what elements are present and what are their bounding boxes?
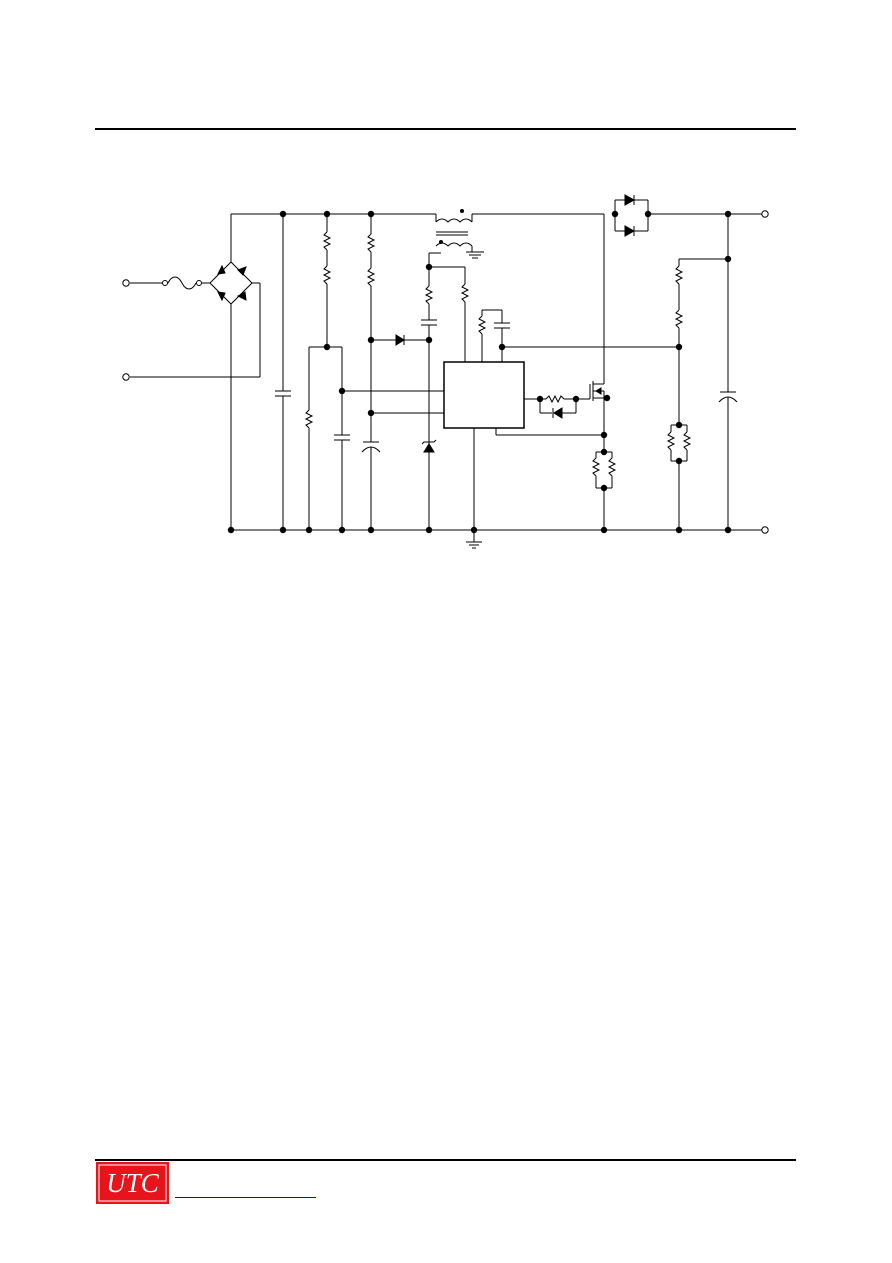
bottom-separator-line: [95, 1159, 796, 1161]
power-rails: [231, 213, 769, 534]
mosfet: [592, 214, 611, 456]
controller-ic: [443, 309, 679, 549]
ground-nodes: [227, 526, 235, 534]
bridge-rectifier: [209, 214, 253, 530]
startup-resistor-chain-2: [361, 210, 444, 534]
current-sense-resistors: [591, 451, 617, 534]
ac-input-terminals: [122, 279, 261, 381]
startup-resistor-chain-1: [304, 210, 444, 534]
auxiliary-winding-branch: [421, 252, 470, 534]
footer-link[interactable]: [175, 1185, 316, 1198]
logo-text: UTC: [106, 1168, 160, 1198]
transformer: [435, 209, 604, 259]
feedback-divider: [666, 258, 728, 534]
input-capacitor: [275, 210, 291, 534]
output-capacitor: [718, 214, 738, 534]
output-diodes: [611, 194, 769, 237]
gate-drive-network: [524, 384, 591, 419]
top-separator-line: [95, 128, 796, 130]
fuse-symbol: [162, 276, 210, 290]
utc-logo: UTC: [96, 1162, 169, 1204]
